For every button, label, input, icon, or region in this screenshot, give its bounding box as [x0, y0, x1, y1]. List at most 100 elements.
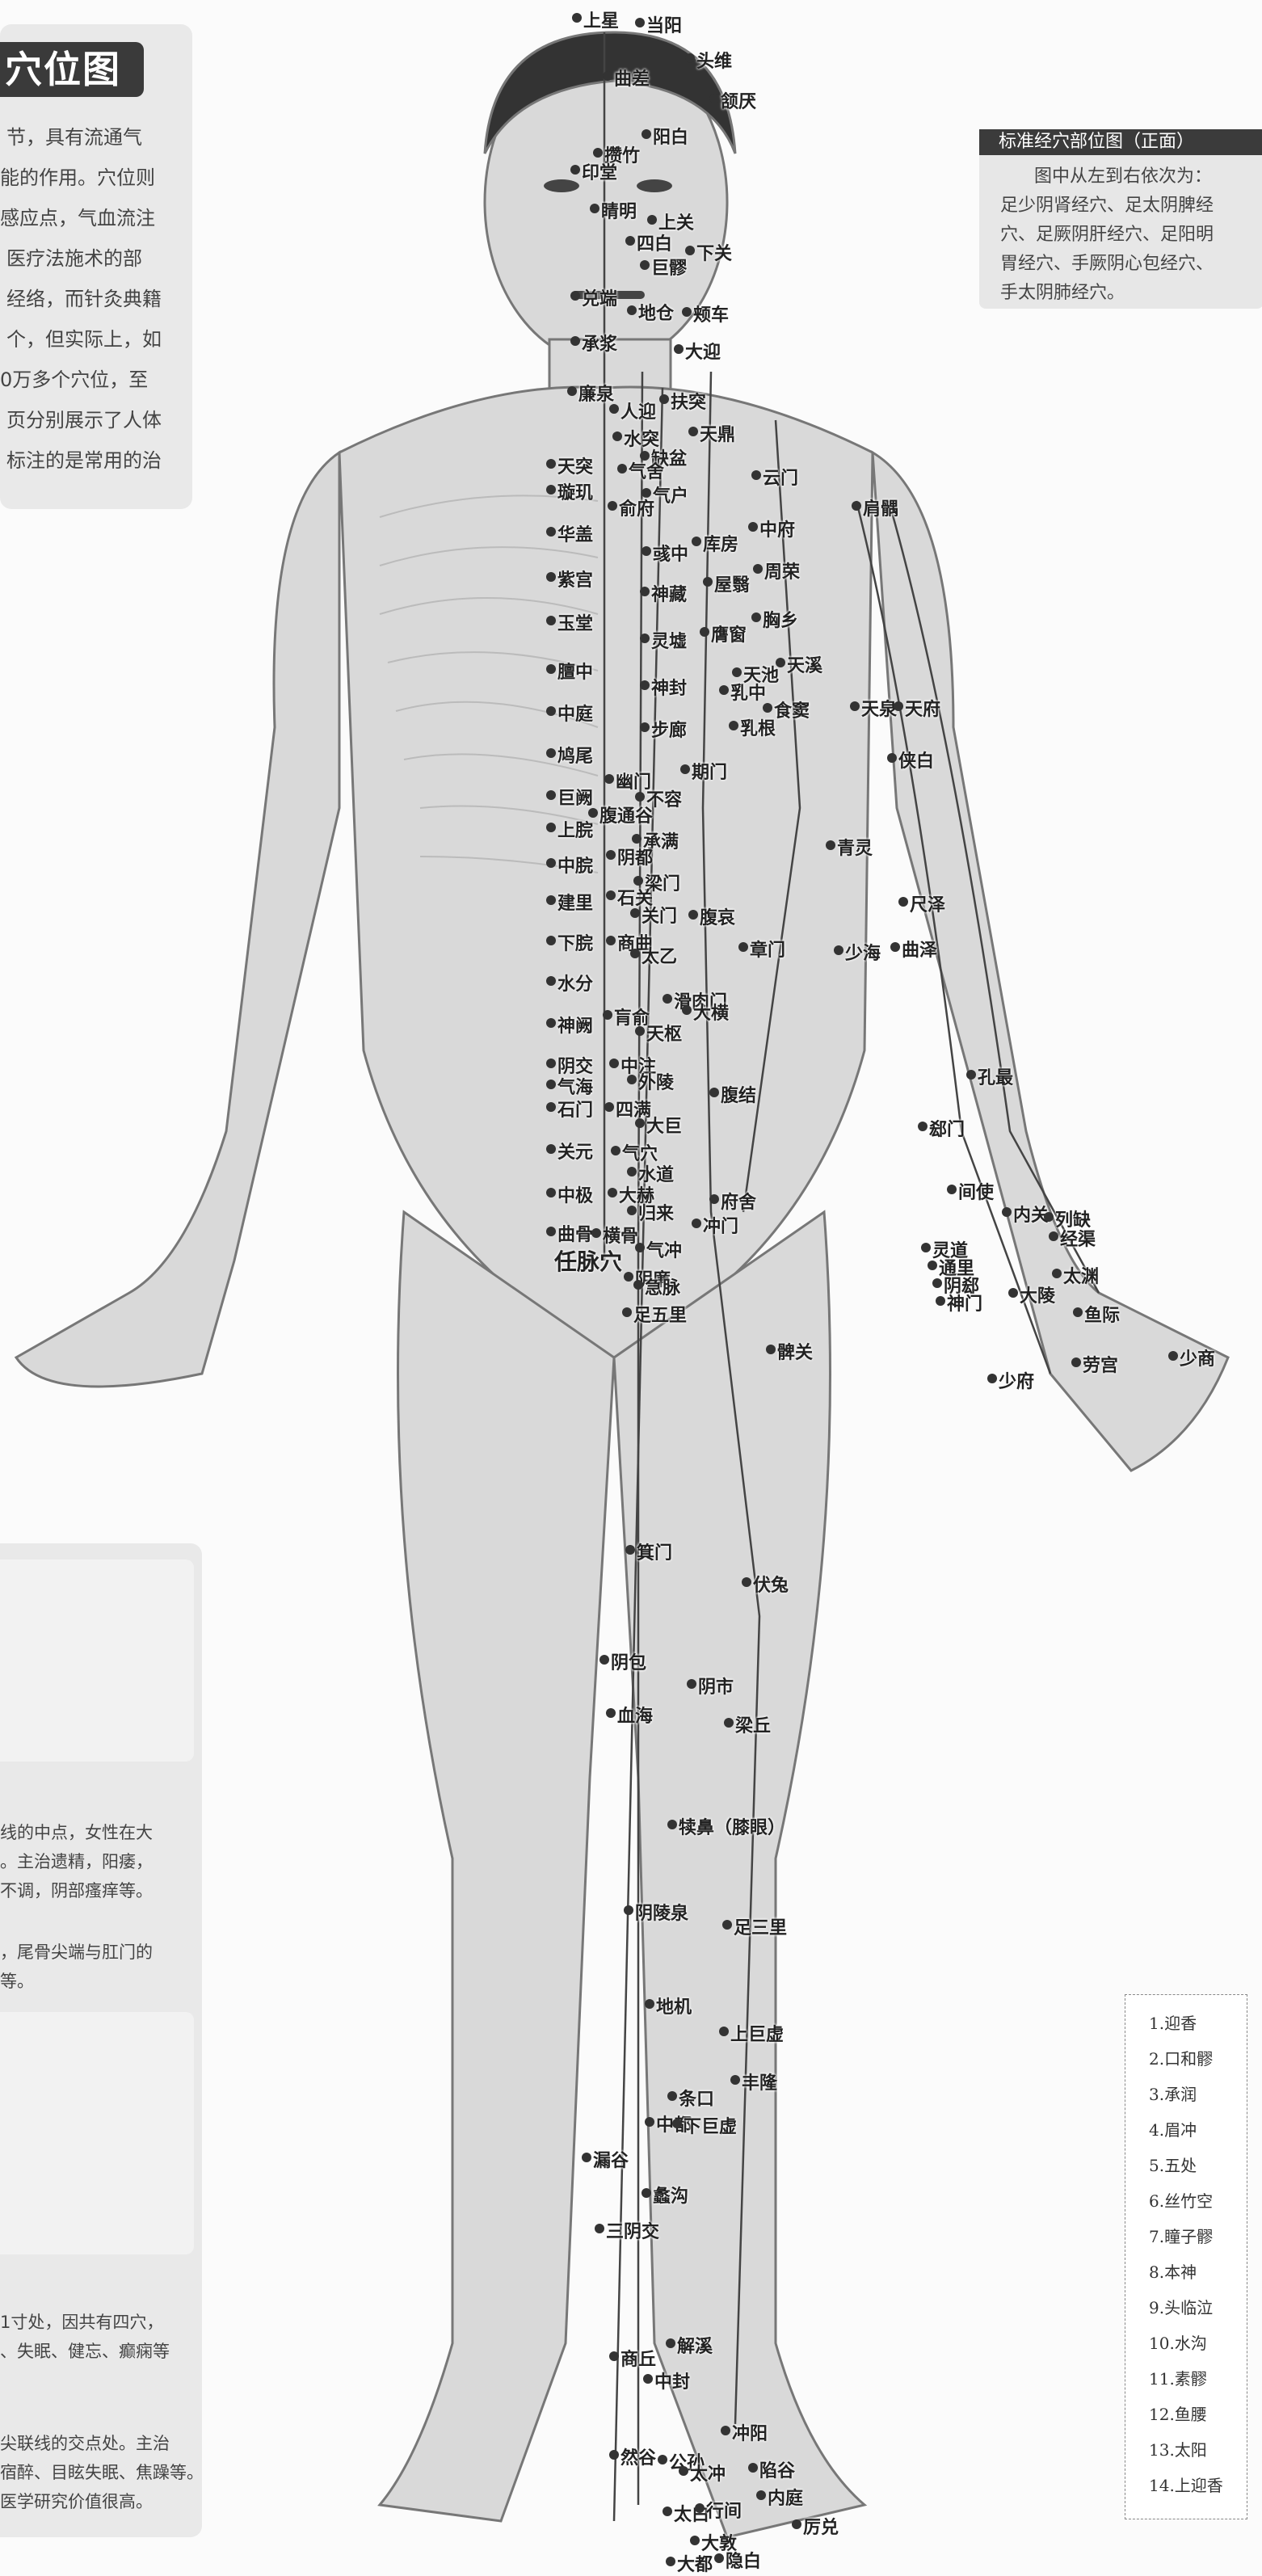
acupoint-marker: [546, 616, 556, 625]
acupoint-marker: [627, 1075, 637, 1084]
acupoint-label: 灵墟: [651, 627, 687, 653]
acupoint-marker: [546, 706, 556, 716]
acupoint-label: 府舍: [721, 1188, 756, 1214]
acupoint-marker: [582, 2153, 591, 2162]
acupoint-marker: [887, 753, 897, 763]
acupoint-label: 漏谷: [593, 2146, 629, 2172]
number-list-item: 13.太阳: [1149, 2437, 1207, 2460]
acupoint-label: 下巨虚: [684, 2112, 737, 2138]
number-list-item: 3.承润: [1149, 2081, 1197, 2105]
acupoint-label: 云门: [763, 464, 798, 490]
acupoint-label: 华盖: [557, 520, 593, 546]
acupoint-marker: [667, 2091, 677, 2101]
acupoint-marker: [599, 1655, 609, 1665]
acupoint-marker: [659, 394, 669, 404]
acupoint-marker: [732, 667, 742, 677]
acupoint-marker: [834, 945, 843, 955]
number-list-item: 4.眉冲: [1149, 2117, 1197, 2140]
acupoint-label: 库房: [703, 530, 738, 556]
acupoint-marker: [546, 790, 556, 800]
acupoint-label: 大巨: [646, 1112, 682, 1138]
acupoint-label: 曲差: [614, 65, 650, 90]
acupoint-marker: [570, 336, 580, 346]
acupoint-label: 上巨虚: [730, 2020, 784, 2046]
acupoint-label: 血海: [617, 1702, 653, 1728]
acupoint-marker: [622, 1307, 632, 1317]
acupoint-marker: [546, 1188, 556, 1198]
acupoint-marker: [700, 627, 709, 637]
acupoint-marker: [724, 1718, 734, 1728]
acupoint-marker: [921, 1243, 931, 1252]
acupoint-marker: [658, 2455, 667, 2464]
acupoint-marker: [703, 577, 713, 587]
acupoint-marker: [928, 1261, 937, 1270]
acupoint-marker: [603, 1010, 612, 1020]
acupoint-marker: [709, 94, 719, 103]
meridian-label: 任脉穴: [554, 1244, 622, 1277]
acupoint-marker: [546, 1018, 556, 1028]
acupoint-marker: [632, 834, 642, 844]
acupoint-marker: [642, 2188, 651, 2198]
acupoint-label: 足五里: [633, 1301, 687, 1327]
acupoint-marker: [709, 1088, 719, 1097]
acupoint-label: 周荣: [764, 558, 800, 583]
acupoint-marker: [546, 976, 556, 986]
acupoint-marker: [606, 890, 616, 900]
acupoint-marker: [695, 2503, 705, 2513]
acupoint-label: 颊车: [693, 301, 729, 326]
acupoint-marker: [748, 522, 758, 532]
number-list-item: 2.口和髎: [1149, 2046, 1213, 2069]
acupoint-marker: [640, 680, 650, 690]
acupoint-marker: [546, 823, 556, 832]
acupoint-label: 犊鼻（膝眼）: [679, 1813, 785, 1839]
acupoint-label: 天枢: [646, 1020, 682, 1046]
acupoint-marker: [635, 1118, 645, 1128]
acupoint-label: 孔最: [978, 1063, 1013, 1089]
acupoint-marker: [682, 1005, 692, 1015]
number-list-item: 8.本神: [1149, 2259, 1197, 2283]
acupoint-label: 中封: [654, 2368, 690, 2393]
acupoint-marker: [1008, 1288, 1018, 1298]
acupoint-marker: [714, 2553, 724, 2563]
acupoint-label: 曲骨: [557, 1220, 593, 1246]
acupoint-marker: [894, 701, 903, 711]
acupoint-marker: [932, 1278, 942, 1288]
acupoint-marker: [627, 1206, 637, 1215]
acupoint-marker: [826, 840, 835, 850]
acupoint-label: 期门: [692, 758, 727, 784]
acupoint-marker: [680, 764, 690, 774]
acupoint-marker: [624, 1272, 633, 1282]
acupoint-marker: [729, 721, 738, 730]
acupoint-marker: [588, 808, 598, 818]
acupoint-marker: [751, 612, 761, 622]
acupoint-marker: [546, 1102, 556, 1112]
acupoint-label: 屋翳: [714, 570, 750, 596]
acupoint-label: 内关: [1013, 1201, 1049, 1227]
acupoint-marker: [672, 2119, 682, 2128]
acupoint-marker: [608, 1188, 617, 1198]
acupoint-label: 廉泉: [578, 380, 614, 406]
acupoint-label: 少商: [1180, 1345, 1215, 1370]
acupoint-label: 阴陵泉: [635, 1899, 688, 1925]
acupoint-marker: [643, 2374, 653, 2384]
acupoint-marker: [635, 1243, 645, 1252]
acupoint-marker: [612, 431, 622, 441]
acupoint-marker: [692, 1219, 701, 1228]
acupoint-marker: [1044, 1212, 1054, 1222]
acupoint-marker: [850, 701, 860, 711]
acupoint-marker: [890, 942, 900, 952]
acupoint-label: 扶突: [671, 388, 706, 414]
acupoint-label: 巨阙: [557, 784, 593, 810]
acupoint-marker: [630, 908, 640, 918]
acupoint-marker: [1049, 1231, 1058, 1241]
acupoint-label: 太白: [674, 2500, 709, 2526]
acupoint-marker: [606, 936, 616, 945]
acupoint-marker: [751, 470, 761, 480]
acupoint-marker: [709, 1194, 719, 1204]
acupoint-label: 关元: [557, 1138, 593, 1164]
acupoint-marker: [609, 1059, 619, 1068]
acupoint-label: 鸠尾: [557, 742, 593, 768]
acupoint-marker: [663, 994, 672, 1004]
acupoint-label: 条口: [679, 2085, 714, 2111]
number-list-item: 11.素髎: [1149, 2366, 1207, 2389]
